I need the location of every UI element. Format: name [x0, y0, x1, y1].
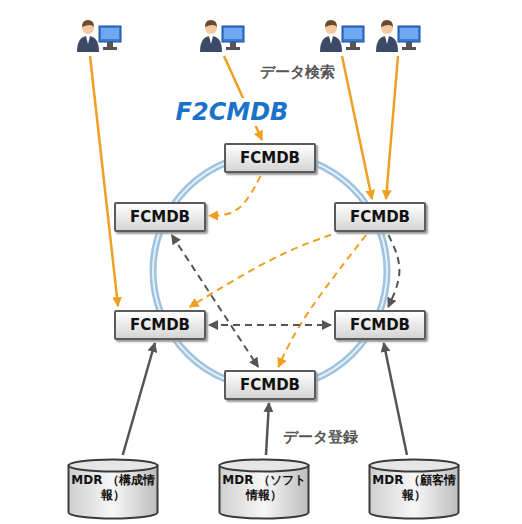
node-label: FCMDB	[240, 145, 300, 171]
fcmdb-box: FCMDB	[224, 143, 316, 173]
connector	[123, 343, 155, 455]
node-label: FCMDB	[350, 312, 410, 338]
user-icon	[320, 20, 364, 52]
mdr-cylinder: MDR （顧客情報）	[368, 458, 460, 520]
fcmdb-box: FCMDB	[114, 310, 206, 340]
diagram-title: F2CMDB	[172, 98, 293, 126]
node-label: MDR （顧客情報）	[370, 458, 458, 503]
node-label: MDR （構成情報）	[69, 458, 157, 503]
section-label: データ検索	[258, 63, 337, 82]
mdr-cylinder: MDR （構成情報）	[67, 458, 159, 520]
node-label: FCMDB	[130, 312, 190, 338]
section-label: データ登録	[281, 428, 360, 447]
connector	[209, 176, 261, 216]
fcmdb-box: FCMDB	[334, 310, 426, 340]
connector	[266, 403, 269, 455]
user-icon	[77, 20, 121, 52]
connector	[278, 235, 366, 367]
mdr-cylinder: MDR （ソフト情報）	[218, 458, 310, 520]
fcmdb-box: FCMDB	[224, 370, 316, 400]
connector	[209, 324, 331, 326]
ring	[153, 154, 387, 388]
user-icon	[200, 20, 244, 52]
node-label: FCMDB	[240, 372, 300, 398]
connector	[388, 235, 399, 307]
node-label: FCMDB	[350, 204, 410, 230]
search-arrow	[90, 56, 398, 306]
fcmdb-box: FCMDB	[114, 202, 206, 232]
node-label: FCMDB	[130, 204, 190, 230]
node-label: MDR （ソフト情報）	[220, 458, 308, 503]
cylinder-database: F2CMDB FCMDB FCMDB FCMDB FCMDB FCMDB FCMDB	[8, 58, 514, 404]
connector	[172, 235, 258, 367]
fcmdb-box: FCMDB	[334, 202, 426, 232]
user-icon	[376, 20, 420, 52]
connector	[384, 343, 407, 455]
